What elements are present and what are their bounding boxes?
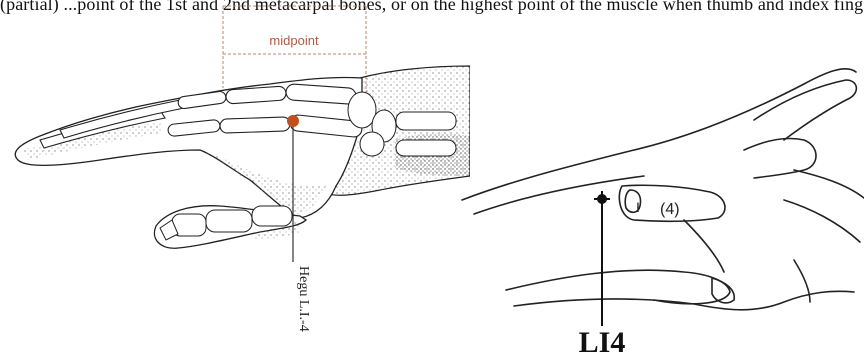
hegu-point-label: Hegu L.I.-4	[296, 266, 311, 332]
finger-mark-thumb: I	[636, 199, 640, 215]
hegu-point-marker	[287, 115, 299, 127]
finger-mark-four: (4)	[660, 201, 680, 218]
midpoint-label: midpoint	[269, 33, 319, 48]
right-hand-line-drawing: I (4) LI4	[454, 0, 864, 358]
li4-point-label: LI4	[579, 326, 626, 358]
left-hand-skeleton-illustration: midpoint	[0, 0, 470, 358]
